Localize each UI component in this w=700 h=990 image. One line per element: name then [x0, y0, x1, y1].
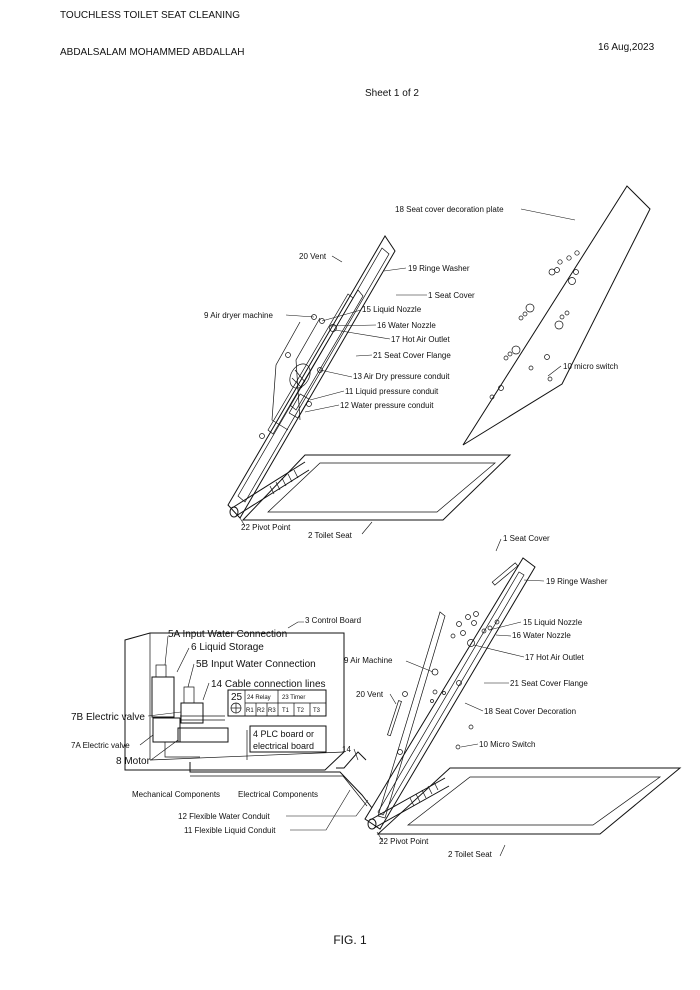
label-pivot-point: 22 Pivot Point	[241, 523, 291, 532]
label-mechanical: Mechanical Components	[132, 790, 220, 799]
flexible-conduits	[190, 752, 372, 808]
timer-header: 23 Timer	[282, 695, 305, 701]
label-liquid-conduit: 11 Liquid pressure conduit	[345, 387, 439, 396]
timer-cell-t1: T1	[282, 708, 290, 714]
toilet-seat-top	[243, 455, 510, 520]
label-seat-cover-flange: 21 Seat Cover Flange	[373, 351, 451, 360]
label-vent: 20 Vent	[299, 252, 327, 261]
label-seat-cover: 1 Seat Cover	[428, 291, 475, 300]
bottom-assembly: 25 24 Relay 23 Timer R1 R2 R3 T1 T2 T3 4…	[71, 534, 680, 859]
label-vent-b: 20 Vent	[356, 690, 384, 699]
figure-label: FIG. 1	[0, 933, 700, 947]
label-motor: 8 Motor	[116, 756, 151, 767]
liquid-storage-tank	[152, 677, 174, 717]
label-seat-cover-flange-b: 21 Seat Cover Flange	[510, 679, 588, 688]
plc-line-2: electrical board	[253, 741, 314, 751]
electric-valve-7a	[153, 718, 180, 742]
timer-cell-t3: T3	[313, 708, 321, 714]
label-air-dry-conduit: 13 Air Dry pressure conduit	[353, 372, 450, 381]
label-cable-lines: 14 Cable connection lines	[211, 679, 326, 690]
control-board: 25 24 Relay 23 Timer R1 R2 R3 T1 T2 T3 4…	[125, 633, 344, 770]
top-labels: 18 Seat cover decoration plate 20 Vent 1…	[204, 205, 618, 540]
label-pivot-point-b: 22 Pivot Point	[379, 837, 429, 846]
label-liquid-nozzle: 15 Liquid Nozzle	[362, 305, 422, 314]
seat-cover-bottom	[365, 558, 535, 829]
relay-cell-r3: R3	[268, 708, 276, 714]
relay-cell-r2: R2	[257, 708, 265, 714]
toilet-seat-bottom	[378, 768, 680, 834]
plc-line-1: 4 PLC board or	[253, 729, 314, 739]
label-input-water-5a: 5A Input Water Connection	[168, 629, 287, 640]
label-electrical: Electrical Components	[238, 790, 318, 799]
decoration-plate	[463, 186, 650, 445]
pivot-hinge-bottom	[368, 778, 449, 829]
label-air-machine: 9 Air Machine	[344, 656, 393, 665]
label-water-nozzle: 16 Water Nozzle	[377, 321, 436, 330]
label-hot-air-outlet: 17 Hot Air Outlet	[391, 335, 450, 344]
relay-number: 25	[231, 692, 243, 703]
label-hot-air-outlet-b: 17 Hot Air Outlet	[525, 653, 584, 662]
label-water-conduit-b: 12 Flexible Water Conduit	[178, 812, 271, 821]
label-liquid-storage: 6 Liquid Storage	[191, 642, 264, 653]
label-water-conduit: 12 Water pressure conduit	[340, 401, 434, 410]
top-assembly: 18 Seat cover decoration plate 20 Vent 1…	[204, 186, 650, 540]
relay-timer-block: 25 24 Relay 23 Timer R1 R2 R3 T1 T2 T3	[228, 690, 326, 716]
label-decoration-b: 18 Seat Cover Decoration	[484, 707, 576, 716]
label-input-water-5b: 5B Input Water Connection	[196, 659, 316, 670]
label-electric-valve-7a: 7A Electric valve	[71, 741, 130, 750]
relay-header: 24 Relay	[247, 695, 271, 701]
motor-body	[178, 728, 228, 742]
label-electric-valve-7b: 7B Electric valve	[71, 712, 145, 723]
relay-cell-r1: R1	[246, 708, 254, 714]
label-toilet-seat: 2 Toilet Seat	[308, 531, 353, 540]
label-seat-cover-b: 1 Seat Cover	[503, 534, 550, 543]
label-ringe-washer-b: 19 Ringe Washer	[546, 577, 608, 586]
label-ringe-washer: 19 Ringe Washer	[408, 264, 470, 273]
label-water-nozzle-b: 16 Water Nozzle	[512, 631, 571, 640]
timer-cell-t2: T2	[297, 708, 305, 714]
label-control-board: 3 Control Board	[305, 616, 361, 625]
label-cable-14: 14	[342, 745, 351, 754]
label-air-dryer: 9 Air dryer machine	[204, 311, 273, 320]
label-liquid-conduit-b: 11 Flexible Liquid Conduit	[184, 826, 276, 835]
label-decoration-plate: 18 Seat cover decoration plate	[395, 205, 504, 214]
label-toilet-seat-b: 2 Toilet Seat	[448, 850, 493, 859]
label-micro-switch: 10 micro switch	[563, 362, 618, 371]
label-liquid-nozzle-b: 15 Liquid Nozzle	[523, 618, 583, 627]
label-micro-switch-b: 10 Micro Switch	[479, 740, 535, 749]
